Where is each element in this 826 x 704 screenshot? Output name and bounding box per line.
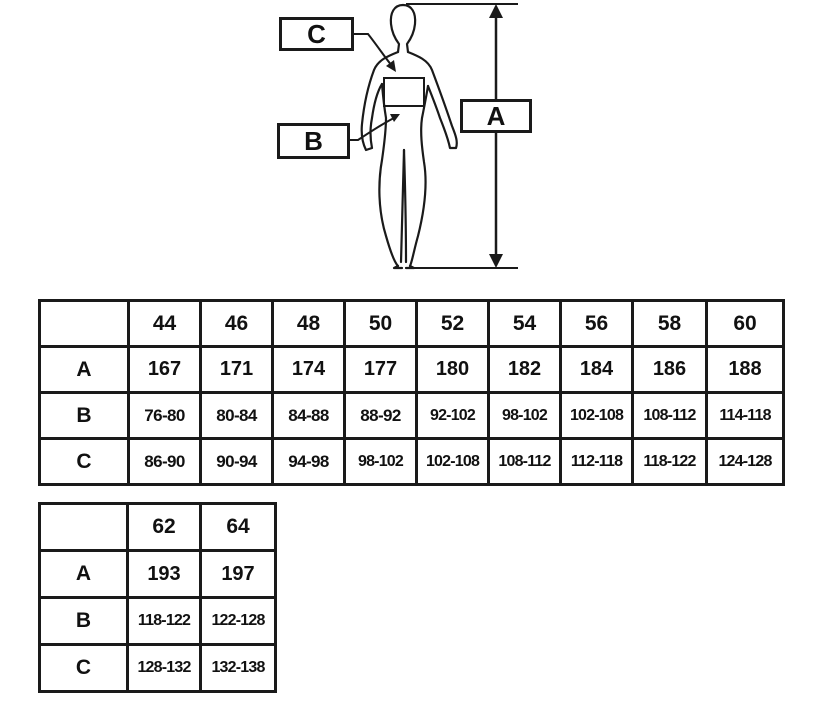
table-cell: 102-108 bbox=[559, 391, 634, 440]
size-header: 50 bbox=[343, 299, 418, 348]
label-height: A bbox=[486, 100, 506, 131]
table-row: C 128-132 132-138 bbox=[38, 643, 277, 693]
size-header: 62 bbox=[126, 502, 202, 552]
table-cell: 84-88 bbox=[271, 391, 346, 440]
header-corner bbox=[38, 299, 130, 348]
table-header-row: 62 64 bbox=[38, 502, 277, 552]
size-header: 60 bbox=[705, 299, 785, 348]
table-row: B 76-80 80-84 84-88 88-92 92-102 98-102 … bbox=[38, 391, 785, 440]
table-cell: 86-90 bbox=[127, 437, 202, 486]
size-header: 58 bbox=[631, 299, 708, 348]
table-cell: 197 bbox=[199, 549, 277, 599]
table-cell: 108-112 bbox=[487, 437, 562, 486]
height-arrow bbox=[489, 4, 503, 268]
chest-pointer bbox=[354, 33, 396, 72]
table-cell: 76-80 bbox=[127, 391, 202, 440]
body-diagram bbox=[350, 3, 518, 270]
table-cell: 171 bbox=[199, 345, 274, 394]
table-cell: 102-108 bbox=[415, 437, 490, 486]
table-cell: 182 bbox=[487, 345, 562, 394]
row-label: A bbox=[38, 549, 129, 599]
table-cell: 94-98 bbox=[271, 437, 346, 486]
table-cell: 132-138 bbox=[199, 643, 277, 693]
row-label: C bbox=[38, 643, 129, 693]
label-waist: B bbox=[304, 125, 323, 156]
table-cell: 180 bbox=[415, 345, 490, 394]
table-row: C 86-90 90-94 94-98 98-102 102-108 108-1… bbox=[38, 437, 785, 486]
body-silhouette bbox=[360, 3, 458, 270]
row-label: C bbox=[38, 437, 130, 486]
table-cell: 88-92 bbox=[343, 391, 418, 440]
table-cell: 177 bbox=[343, 345, 418, 394]
table-cell: 184 bbox=[559, 345, 634, 394]
size-header: 46 bbox=[199, 299, 274, 348]
table-row: A 193 197 bbox=[38, 549, 277, 599]
label-chest-box: C bbox=[279, 17, 354, 51]
table-cell: 188 bbox=[705, 345, 785, 394]
label-waist-box: B bbox=[277, 123, 350, 159]
table-cell: 114-118 bbox=[705, 391, 785, 440]
size-header: 48 bbox=[271, 299, 346, 348]
table-cell: 90-94 bbox=[199, 437, 274, 486]
row-label: B bbox=[38, 391, 130, 440]
row-label: A bbox=[38, 345, 130, 394]
table-cell: 112-118 bbox=[559, 437, 634, 486]
table-cell: 80-84 bbox=[199, 391, 274, 440]
table-row: B 118-122 122-128 bbox=[38, 596, 277, 646]
size-header: 52 bbox=[415, 299, 490, 348]
chest-band bbox=[383, 77, 425, 107]
header-corner bbox=[38, 502, 129, 552]
table-cell: 128-132 bbox=[126, 643, 202, 693]
size-header: 44 bbox=[127, 299, 202, 348]
table-cell: 124-128 bbox=[705, 437, 785, 486]
table-row: A 167 171 174 177 180 182 184 186 188 bbox=[38, 345, 785, 394]
table-cell: 98-102 bbox=[343, 437, 418, 486]
table-cell: 122-128 bbox=[199, 596, 277, 646]
table-cell: 108-112 bbox=[631, 391, 708, 440]
size-table-extra: 62 64 A 193 197 B 118-122 122-128 C 128-… bbox=[38, 502, 277, 693]
table-cell: 174 bbox=[271, 345, 346, 394]
table-cell: 167 bbox=[127, 345, 202, 394]
table-cell: 92-102 bbox=[415, 391, 490, 440]
waist-pointer bbox=[350, 114, 400, 141]
table-cell: 118-122 bbox=[126, 596, 202, 646]
size-header: 64 bbox=[199, 502, 277, 552]
size-header: 54 bbox=[487, 299, 562, 348]
label-height-box: A bbox=[460, 99, 532, 133]
row-label: B bbox=[38, 596, 129, 646]
table-cell: 98-102 bbox=[487, 391, 562, 440]
size-table-main: 44 46 48 50 52 54 56 58 60 A 167 171 174… bbox=[38, 299, 785, 486]
label-chest: C bbox=[307, 18, 326, 49]
size-header: 56 bbox=[559, 299, 634, 348]
table-cell: 118-122 bbox=[631, 437, 708, 486]
table-header-row: 44 46 48 50 52 54 56 58 60 bbox=[38, 299, 785, 348]
table-cell: 186 bbox=[631, 345, 708, 394]
table-cell: 193 bbox=[126, 549, 202, 599]
